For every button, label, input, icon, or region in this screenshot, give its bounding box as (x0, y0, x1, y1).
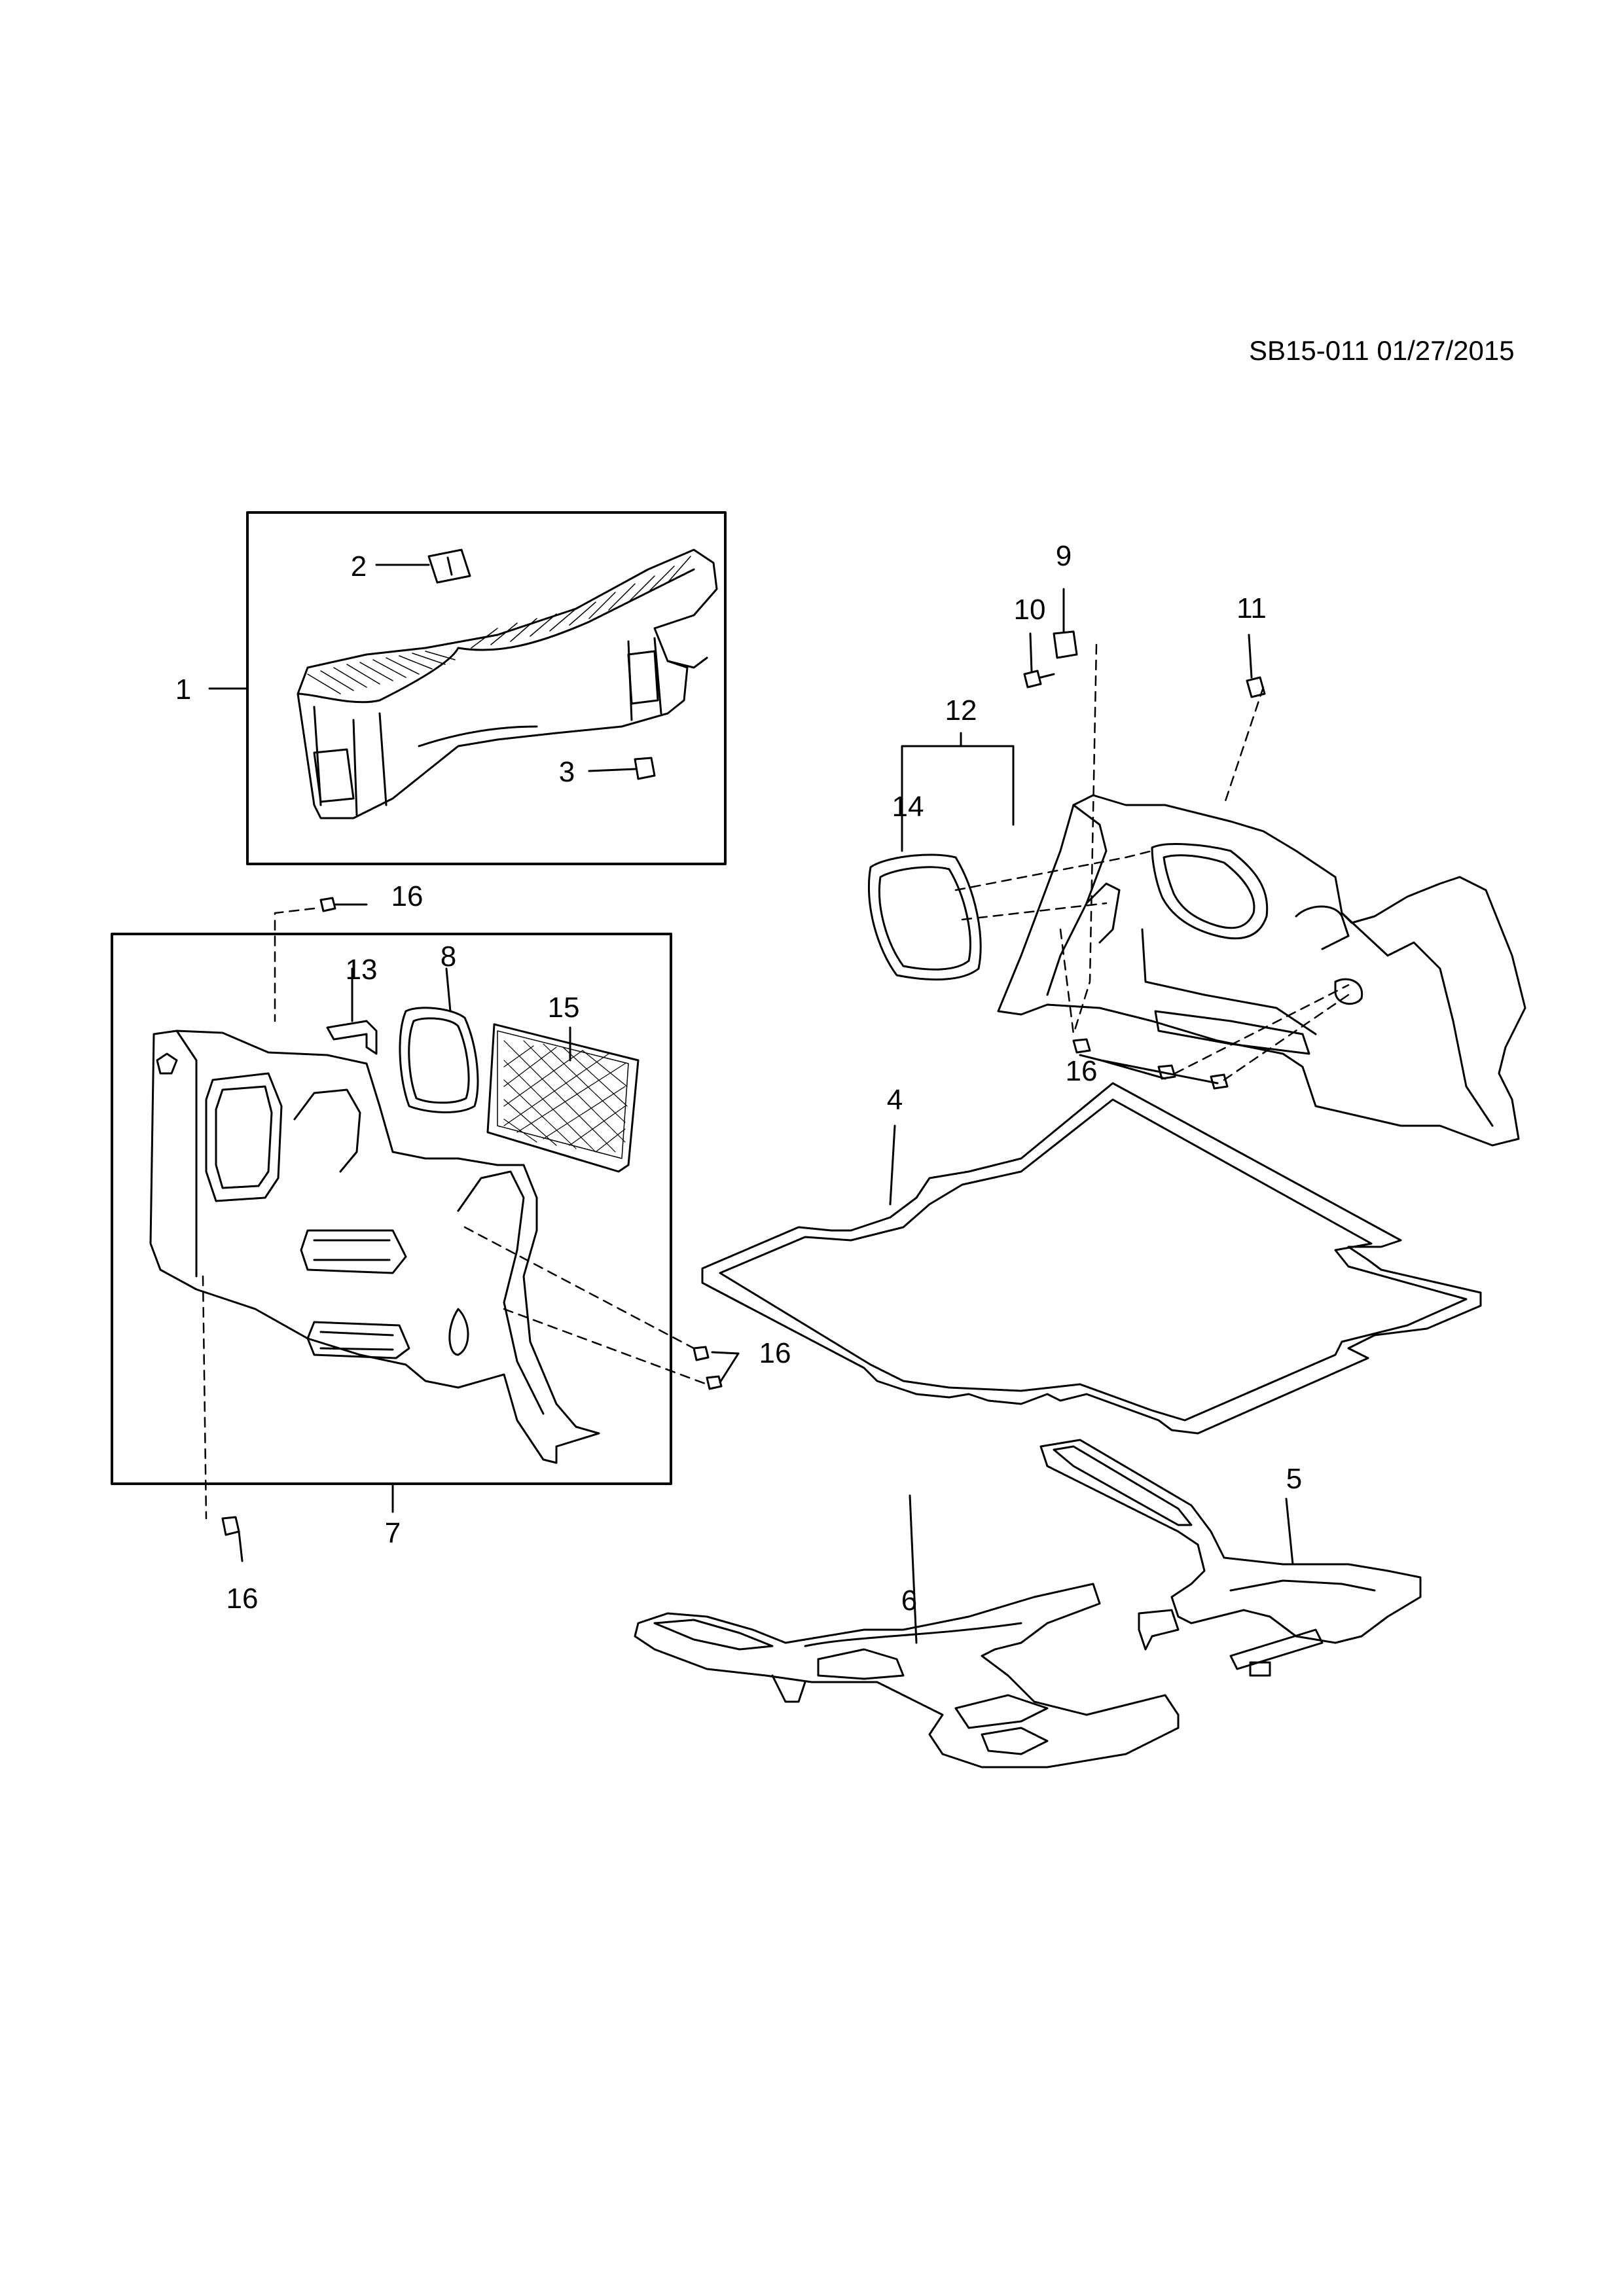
callout-8: 8 (440, 941, 457, 973)
callout-16-right-panel: 16 (1065, 1055, 1098, 1087)
retainer-screw (1023, 670, 1055, 689)
callout-9: 9 (1055, 540, 1072, 572)
callout-6: 6 (901, 1585, 918, 1617)
floor-filler-panel-lh (634, 1583, 1180, 1768)
trim-access-cover (399, 1007, 479, 1113)
sill-trim-clip (634, 757, 656, 780)
cargo-net-mesh (503, 1040, 628, 1153)
right-side-trim-panel (997, 794, 1526, 1147)
callout-16-top: 16 (391, 880, 424, 912)
callout-5: 5 (1286, 1463, 1303, 1495)
trim-emblem-slot (446, 556, 453, 576)
left-side-trim-panel (149, 1030, 600, 1464)
callout-13: 13 (345, 954, 378, 986)
callout-16-bottom: 16 (226, 1583, 259, 1615)
callout-2: 2 (350, 550, 367, 583)
panel-bracket (326, 1020, 378, 1055)
rear-sill-trim-panel (297, 548, 718, 819)
drawing-reference: SB15-011 01/27/2015 (1249, 335, 1515, 366)
callout-12: 12 (945, 694, 977, 726)
callout-7: 7 (384, 1517, 401, 1549)
right-trim-access-cover (867, 853, 982, 981)
group-box-1 (246, 511, 727, 865)
leader-lines (208, 564, 1294, 1644)
callout-10: 10 (1013, 594, 1046, 626)
callout-14: 14 (892, 791, 924, 823)
callout-3: 3 (558, 756, 575, 788)
panel-clip (1246, 676, 1266, 698)
assembly-lines (202, 643, 1350, 1520)
callout-15: 15 (547, 992, 580, 1024)
callout-16-side-panel: 16 (759, 1337, 791, 1369)
retainer-nut (1053, 630, 1078, 659)
trunk-floor-mat (701, 1082, 1482, 1435)
fastener-push-pins (221, 897, 1229, 1536)
callout-1: 1 (175, 673, 192, 706)
group-box-7 (111, 933, 672, 1485)
callout-4: 4 (886, 1084, 903, 1116)
rear-sill-trim-ribs (307, 556, 691, 694)
floor-filler-panel-rh (1039, 1439, 1422, 1677)
callout-11: 11 (1236, 592, 1267, 624)
trim-emblem (427, 548, 471, 584)
